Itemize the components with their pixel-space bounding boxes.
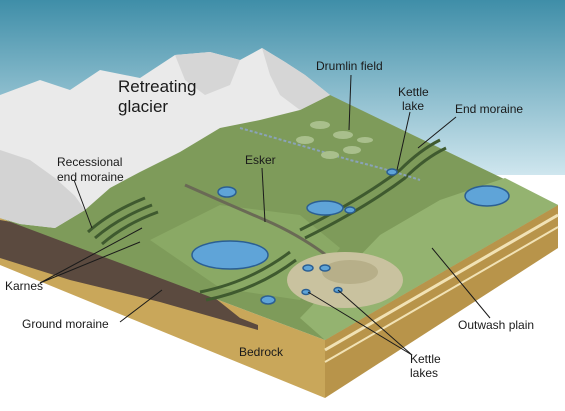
strata-line: [324, 213, 559, 352]
glacier-shade: [0, 150, 85, 228]
label-kettle-lake-line2: lake: [402, 99, 424, 113]
glacier: [0, 48, 330, 228]
lake-large: [191, 240, 269, 270]
kettle-lake: [319, 264, 331, 272]
pointer-line: [431, 247, 491, 319]
pointer-line: [73, 179, 93, 229]
diagram-title: Retreating: [118, 77, 196, 96]
kettle-lake: [302, 264, 314, 272]
lake-outwash: [464, 185, 510, 207]
pointer-line: [119, 289, 163, 323]
meltwater-stream: [239, 127, 421, 181]
pointer-line: [417, 116, 457, 149]
lake-esker: [306, 200, 344, 216]
kame-mound-top: [322, 260, 378, 284]
glacier-shade: [175, 52, 240, 95]
kettle-lake: [301, 288, 311, 296]
pointer-line: [261, 167, 266, 223]
label-kettle-lake: Kettle: [398, 85, 429, 99]
label-esker: Esker: [245, 153, 276, 167]
ground-moraine-wedge: [0, 220, 258, 330]
label-recessional-end-moraine: Recessional: [57, 155, 122, 169]
label-kettle-lakes-line2: lakes: [410, 366, 438, 380]
label-karnes: Karnes: [5, 279, 43, 293]
kettle-lake: [386, 168, 398, 176]
label-bedrock: Bedrock: [239, 345, 284, 359]
lakes: [191, 168, 510, 305]
glacier-shade: [262, 48, 330, 110]
label-drumlin-field: Drumlin field: [316, 59, 383, 73]
pointer-line: [348, 74, 352, 131]
lake-small: [260, 295, 276, 305]
label-kettle-lakes: Kettle: [410, 352, 441, 366]
pointer-line: [337, 289, 413, 356]
recessional-end-moraine: [86, 196, 159, 246]
label-outwash-plain: Outwash plain: [458, 318, 534, 332]
label-end-moraine: End moraine: [455, 102, 523, 116]
pointer-line: [39, 241, 141, 284]
label-ground-moraine: Ground moraine: [22, 317, 109, 331]
diagram-title-line2: glacier: [118, 97, 168, 116]
pointer-line: [307, 291, 413, 356]
lake-small: [217, 186, 237, 198]
label-recessional-end-moraine-line2: end moraine: [57, 170, 124, 184]
lake-small: [344, 206, 356, 214]
strata-line: [324, 226, 559, 363]
pointer-line: [39, 227, 143, 284]
drumlin-field: [296, 121, 373, 159]
bedrock-right-face: [325, 205, 558, 398]
pointer-line: [396, 111, 411, 171]
